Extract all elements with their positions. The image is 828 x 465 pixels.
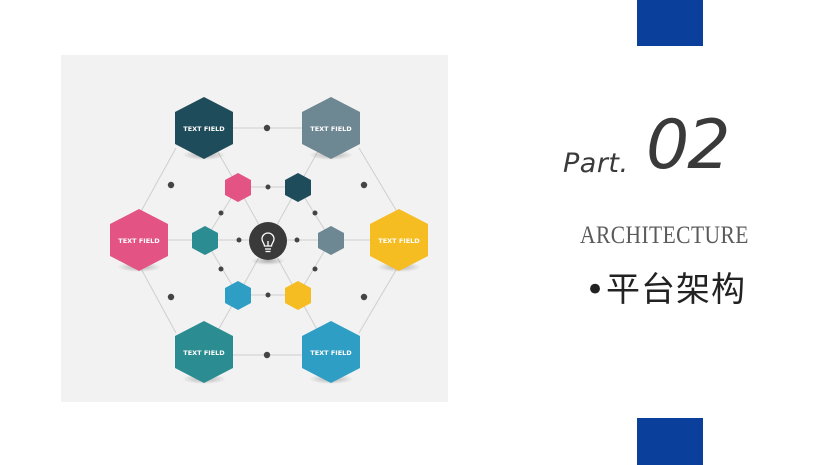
hexagon-diagram-panel: TEXT FIELD TEXT FIELD TEXT FIELD TEXT FI… xyxy=(61,55,448,402)
outer-hexagon-6: TEXT FIELD xyxy=(302,321,360,384)
connector-dots xyxy=(167,124,368,359)
inner-hexagon-1 xyxy=(225,173,251,202)
hex-label-6: TEXT FIELD xyxy=(310,349,352,357)
inner-hexagon-6 xyxy=(285,281,311,310)
outer-hexagon-4: TEXT FIELD xyxy=(370,209,428,272)
hexagon-diagram: TEXT FIELD TEXT FIELD TEXT FIELD TEXT FI… xyxy=(110,97,428,384)
hex-label-2: TEXT FIELD xyxy=(310,125,352,133)
inner-hexagon-2 xyxy=(285,173,311,202)
inner-hexagon-4 xyxy=(318,226,344,255)
lightbulb-icon xyxy=(261,232,275,253)
hex-label-3: TEXT FIELD xyxy=(118,237,160,245)
outer-hexagon-1: TEXT FIELD xyxy=(175,97,233,160)
inner-hexagon-3 xyxy=(192,226,218,255)
center-node xyxy=(249,222,287,265)
outer-hex-shape-6 xyxy=(302,321,360,383)
inner-hexagon-5 xyxy=(225,281,251,310)
outer-hexagon-5: TEXT FIELD xyxy=(175,321,233,384)
part-number: 02 xyxy=(646,106,731,185)
outer-hex-shape-3 xyxy=(110,209,168,271)
outer-hexagon-2: TEXT FIELD xyxy=(302,97,360,160)
hex-label-4: TEXT FIELD xyxy=(378,237,420,245)
outer-hexagon-3: TEXT FIELD xyxy=(110,209,168,272)
outer-hex-shape-5 xyxy=(175,321,233,383)
top-blue-accent-block xyxy=(637,0,703,46)
outer-hex-shape-1 xyxy=(175,97,233,159)
part-label: Part. xyxy=(563,148,629,179)
hex-label-5: TEXT FIELD xyxy=(183,349,225,357)
outer-hex-shape-2 xyxy=(302,97,360,159)
hex-label-1: TEXT FIELD xyxy=(183,125,225,133)
bottom-blue-accent-block xyxy=(637,418,703,465)
section-title-chinese: •平台架构 xyxy=(585,270,747,310)
outer-hex-shape-4 xyxy=(370,209,428,271)
section-title-english: ARCHITECTURE xyxy=(580,222,749,249)
